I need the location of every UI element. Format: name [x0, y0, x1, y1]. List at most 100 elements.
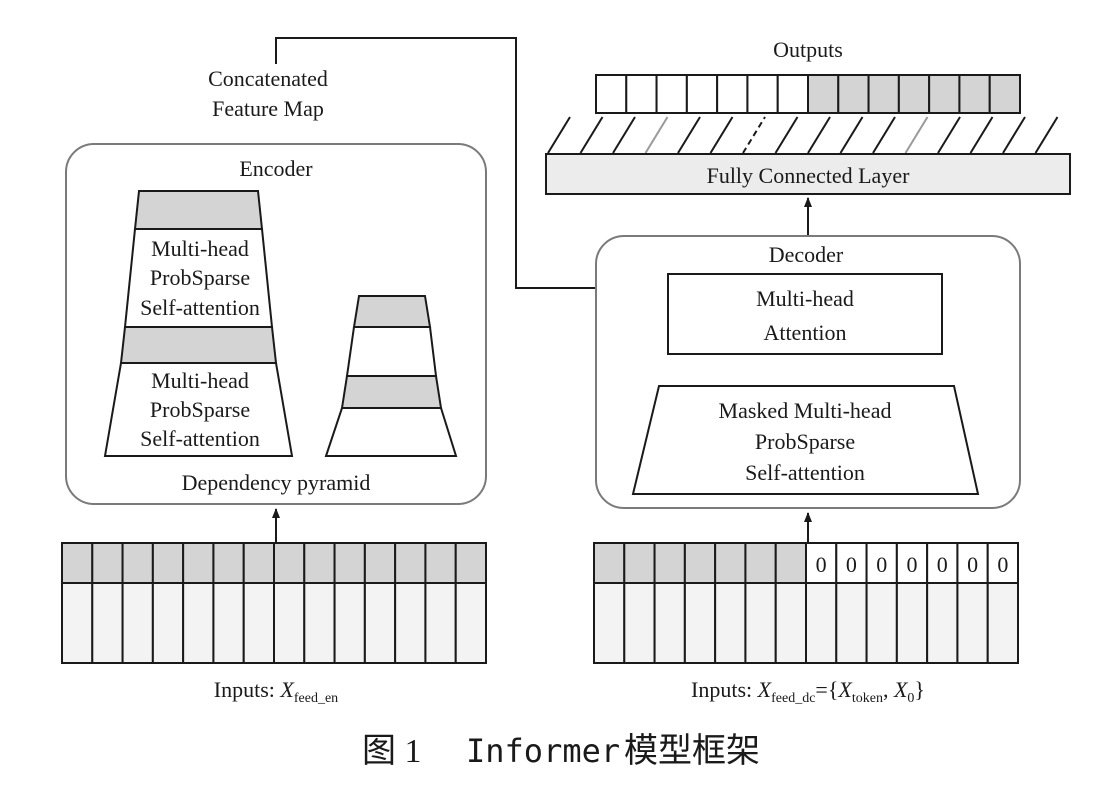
output-cell [625, 74, 658, 114]
dec-inputs-sub: feed_dc [771, 691, 815, 706]
outputs-label: Outputs [773, 37, 843, 62]
dec-input-cell-bottom [653, 582, 686, 664]
dec-input-cell-bottom [895, 582, 929, 664]
enc-input-cell-top [454, 542, 488, 584]
output-cell [746, 74, 779, 114]
enc-input-cell-top [394, 542, 427, 584]
caption-title: 模型框架 [624, 732, 760, 770]
encoder-stack [103, 190, 294, 457]
dec-masked-line2: ProbSparse [755, 429, 855, 454]
enc-input-cell-top [212, 542, 245, 584]
dec-input-token-cell [653, 542, 686, 584]
zero-value-text: 0 [967, 552, 978, 577]
enc-input-cell-top [303, 542, 336, 584]
caption-model-name: Informer [466, 732, 620, 770]
fc-connection-line [612, 116, 636, 154]
dec-inputs-x0-sub: 0 [907, 691, 914, 706]
dec-input-cell-bottom [805, 582, 838, 664]
enc-input-cell-bottom [151, 582, 185, 664]
fc-connection-line [677, 116, 701, 154]
dec-input-cell-bottom [744, 582, 777, 664]
enc-input-cell-top [424, 542, 457, 584]
output-cell [655, 74, 688, 114]
enc-attn1-line2: ProbSparse [150, 265, 250, 290]
encoder-inputs-label: Inputs: Xfeed_en [214, 677, 338, 706]
output-cell [776, 74, 810, 114]
dec-inputs-eq: ={ [815, 677, 838, 702]
output-cell [897, 74, 931, 114]
fc-connection-line [1034, 116, 1059, 154]
enc-input-cell-top [242, 542, 275, 584]
dec-input-cell-bottom [835, 582, 868, 664]
output-cell [716, 74, 749, 114]
dec-input-token-cell [744, 542, 777, 584]
fully-connected-layer [545, 153, 1071, 195]
enc-input-cell-top [333, 542, 366, 584]
fc-connection-line [1002, 116, 1026, 154]
dependency-pyramid [324, 295, 458, 457]
fc-connection-line [839, 116, 864, 154]
encoder-title: Encoder [239, 156, 313, 181]
enc-input-cell-bottom [91, 582, 124, 664]
enc-input-cell-top [61, 542, 94, 584]
enc-inputs-sub: feed_en [294, 691, 338, 706]
concat-label-line1: Concatenated [208, 66, 328, 91]
output-cell [837, 74, 870, 114]
zero-value-text: 0 [907, 552, 918, 577]
dec-input-cell-bottom [714, 582, 747, 664]
enc-input-cell-bottom [424, 582, 457, 664]
caption-figure-number: 图 1 [362, 733, 422, 770]
dec-input-cell-bottom [623, 582, 656, 664]
enc-attn1-line3: Self-attention [140, 295, 260, 320]
dec-input-cell-bottom [593, 582, 626, 664]
output-cell [928, 74, 961, 114]
fc-connection-line [644, 116, 669, 154]
dec-inputs-token-sub: token [852, 691, 883, 706]
enc-input-cell-top [91, 542, 124, 584]
enc-input-cell-bottom [212, 582, 245, 664]
enc-input-cell-top [151, 542, 185, 584]
enc-input-cell-top [121, 542, 154, 584]
enc-inputs-var: X [279, 677, 295, 702]
concat-label-bg [190, 64, 350, 124]
dependency-pyramid-label: Dependency pyramid [182, 470, 371, 495]
enc-input-cell-top [182, 542, 215, 584]
decoder-inputs-label: Inputs: Xfeed_dc={Xtoken, X0} [691, 677, 925, 706]
output-cell [988, 74, 1022, 114]
encoder-input-grid [61, 542, 488, 664]
zero-value-text: 0 [816, 552, 827, 577]
dec-input-token-cell [593, 542, 626, 584]
dec-inputs-prefix: Inputs: [691, 677, 758, 702]
enc-input-cell-bottom [303, 582, 336, 664]
dec-input-token-cell [714, 542, 747, 584]
dec-inputs-comma: , [883, 677, 894, 702]
dec-inputs-token-var: X [837, 677, 853, 702]
enc-input-cell-bottom [394, 582, 427, 664]
enc-attn2-line3: Self-attention [140, 426, 260, 451]
enc-inputs-prefix: Inputs: [214, 677, 281, 702]
enc-input-cell-bottom [363, 582, 397, 664]
enc-distill-1 [133, 190, 264, 230]
enc-attn1-line1: Multi-head [151, 236, 249, 261]
fc-connection-line [969, 116, 994, 154]
enc-input-cell-bottom [121, 582, 154, 664]
dec-input-cell-bottom [683, 582, 717, 664]
enc-input-cell-top [363, 542, 397, 584]
dec-inputs-close: } [914, 677, 925, 702]
enc-input-cell-bottom [273, 582, 306, 664]
dec-input-cell-bottom [926, 582, 959, 664]
output-cell [807, 74, 840, 114]
enc-attn-block-2 [103, 362, 294, 457]
zero-value-text: 0 [876, 552, 887, 577]
fc-connection-line [742, 116, 766, 154]
zero-value-text: 0 [937, 552, 948, 577]
fc-connection-line [774, 116, 799, 154]
fc-connection-line [807, 116, 831, 154]
dec-input-zero-cell [986, 542, 1020, 584]
dec-attention-block [667, 273, 943, 355]
fc-connection-line [904, 116, 929, 154]
enc-input-cell-bottom [61, 582, 94, 664]
fc-layer-label: Fully Connected Layer [707, 163, 911, 188]
dec-input-token-cell [623, 542, 656, 584]
